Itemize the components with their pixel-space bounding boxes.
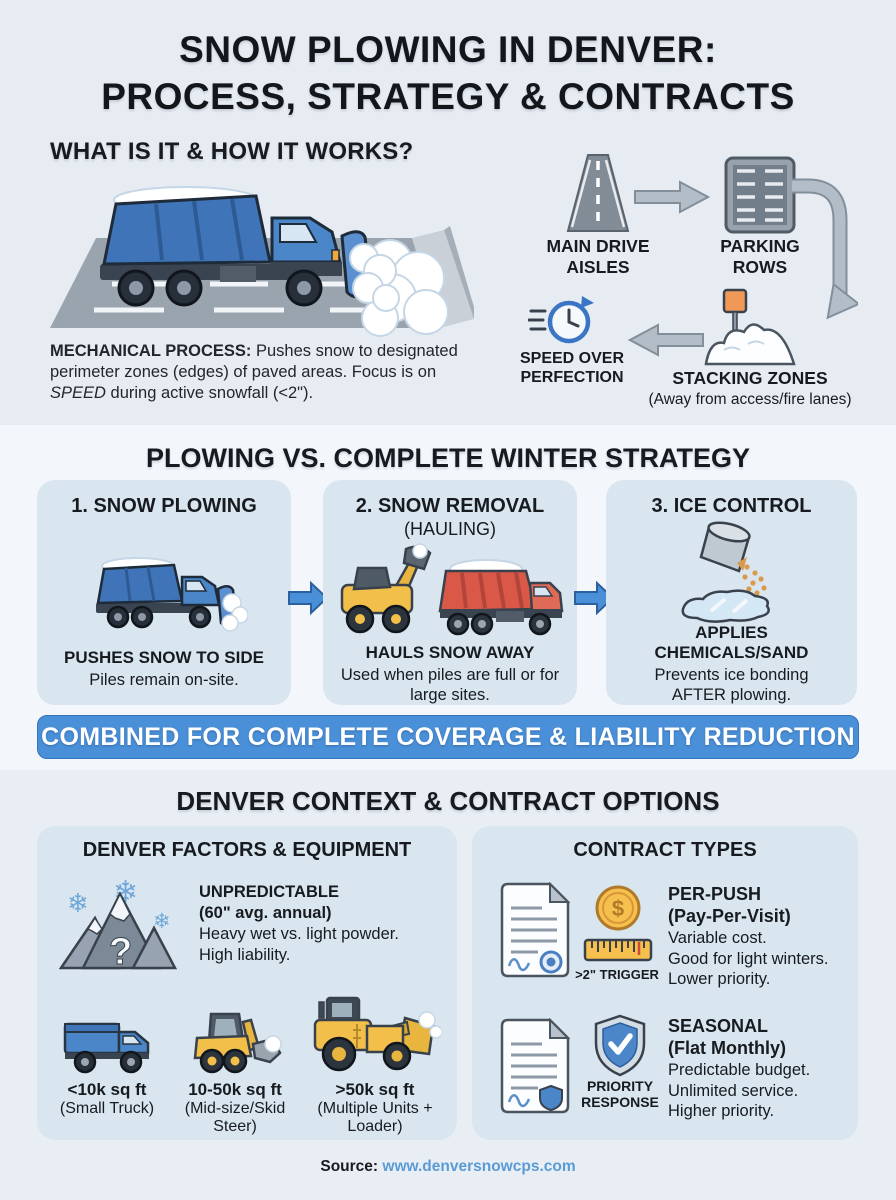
card-desc: Used when piles are full or for large si… xyxy=(340,665,560,704)
svg-text:❄: ❄ xyxy=(67,888,89,918)
arrow-left-icon xyxy=(628,323,704,357)
per-push-text: PER-PUSH (Pay-Per-Visit) Variable cost. … xyxy=(668,884,829,989)
loader-and-haul-truck-icon xyxy=(334,540,566,643)
equipment-small-truck: <10k sq ft (Small Truck) xyxy=(45,1008,169,1118)
contract-per-push: $ >2" TRIGGER PE xyxy=(472,878,858,1008)
seasonal-text: SEASONAL (Flat Monthly) Predictable budg… xyxy=(668,1016,811,1121)
card-bold-text: PUSHES SNOW TO SIDE xyxy=(64,648,264,667)
parking-rows-icon xyxy=(724,156,796,234)
contracts-panel-heading: CONTRACT TYPES xyxy=(573,839,757,861)
source-link[interactable]: www.denversnowcps.com xyxy=(382,1158,576,1175)
contract-types-panel: CONTRACT TYPES xyxy=(472,826,858,1140)
contract-document-shield-icon xyxy=(498,1018,572,1114)
road-icon xyxy=(562,153,634,233)
contract-document-icon xyxy=(498,882,572,978)
context-section: DENVER CONTEXT & CONTRACT OPTIONS DENVER… xyxy=(0,770,896,1200)
sand-bucket-ice-icon xyxy=(667,519,797,623)
card-snow-plowing: 1. SNOW PLOWING xyxy=(37,480,291,705)
priority-response-badge: PRIORITY RESPONSE xyxy=(581,1078,659,1111)
card-title: 2. SNOW REMOVAL xyxy=(355,495,545,517)
snowfall-factor-text: UNPREDICTABLE (60" avg. annual) Heavy we… xyxy=(199,883,399,964)
card-ice-control: 3. ICE CONTROL APPLIES CHEMICA xyxy=(606,480,857,705)
snow-pile-sign-icon xyxy=(702,288,798,368)
flow-step-stacking-zones-note: (Away from access/fire lanes) xyxy=(648,391,852,408)
source-label: Source: xyxy=(320,1158,379,1175)
arrow-curved-down-icon xyxy=(790,178,858,348)
card-title: 1. SNOW PLOWING xyxy=(71,495,257,517)
card-subtitle: (HAULING) xyxy=(403,519,496,539)
card-desc: Prevents ice bonding AFTER plowing. xyxy=(654,666,809,705)
page-title-line1: SNOW PLOWING IN DENVER: xyxy=(179,29,717,70)
card-title: 3. ICE CONTROL xyxy=(651,495,812,517)
skid-steer-icon xyxy=(173,1008,297,1074)
plow-truck-illustration xyxy=(38,166,484,338)
mechanical-process-text: MECHANICAL PROCESS: Pushes snow to desig… xyxy=(50,342,458,402)
trigger-badge: >2" TRIGGER xyxy=(575,967,659,982)
equipment-skid-steer: 10-50k sq ft (Mid-size/Skid Steer) xyxy=(173,1008,297,1137)
ruler-icon xyxy=(583,938,653,962)
section-heading-process: WHAT IS IT & HOW IT WORKS? xyxy=(50,138,414,165)
page-title: SNOW PLOWING IN DENVER: PROCESS, STRATEG… xyxy=(0,26,896,121)
flow-step-stacking-zones: STACKING ZONES xyxy=(672,368,828,388)
strategy-heading: PLOWING VS. COMPLETE WINTER STRATEGY xyxy=(145,443,750,473)
svg-text:?: ? xyxy=(109,931,132,973)
priority-shield-icon xyxy=(592,1014,648,1078)
arrow-right-icon xyxy=(634,180,710,214)
snow-plow-truck-icon xyxy=(50,186,474,337)
mountain-snowfall-icon: ❄ ❄ ❄ ? xyxy=(59,874,181,976)
coin-icon: $ xyxy=(594,884,642,932)
svg-text:$: $ xyxy=(612,896,624,921)
card-snow-removal: 2. SNOW REMOVAL (HAULING) xyxy=(323,480,577,705)
combined-coverage-banner: COMBINED FOR COMPLETE COVERAGE & LIABILI… xyxy=(37,715,859,759)
arrow-card-2-3-icon xyxy=(574,580,614,616)
card-desc: Piles remain on-site. xyxy=(89,671,239,689)
strategy-section: PLOWING VS. COMPLETE WINTER STRATEGY 1. … xyxy=(0,425,896,770)
speed-clock-icon xyxy=(528,294,594,348)
page-title-line2: PROCESS, STRATEGY & CONTRACTS xyxy=(101,76,795,118)
arrow-card-1-2-icon xyxy=(288,580,328,616)
wheel-loader-icon xyxy=(301,996,449,1074)
equipment-loader: >50k sq ft (Multiple Units + Loader) xyxy=(301,996,449,1137)
factors-panel-heading: DENVER FACTORS & EQUIPMENT xyxy=(82,839,412,861)
context-heading: DENVER CONTEXT & CONTRACT OPTIONS xyxy=(176,786,720,816)
card-bold-text: APPLIES CHEMICALS/SAND xyxy=(654,623,809,662)
denver-factors-panel: DENVER FACTORS & EQUIPMENT ❄ ❄ ❄ ? UNPRE… xyxy=(37,826,457,1140)
small-truck-icon xyxy=(45,1008,169,1074)
contract-seasonal: PRIORITY RESPONSE SEASONAL (Flat Monthly… xyxy=(472,1012,858,1140)
mechanical-process-label: MECHANICAL PROCESS: xyxy=(50,342,252,360)
svg-text:❄: ❄ xyxy=(153,910,171,933)
source-footer: Source: www.denversnowcps.com xyxy=(0,1158,896,1176)
small-plow-truck-icon xyxy=(80,540,248,648)
card-bold-text: HAULS SNOW AWAY xyxy=(365,642,535,662)
